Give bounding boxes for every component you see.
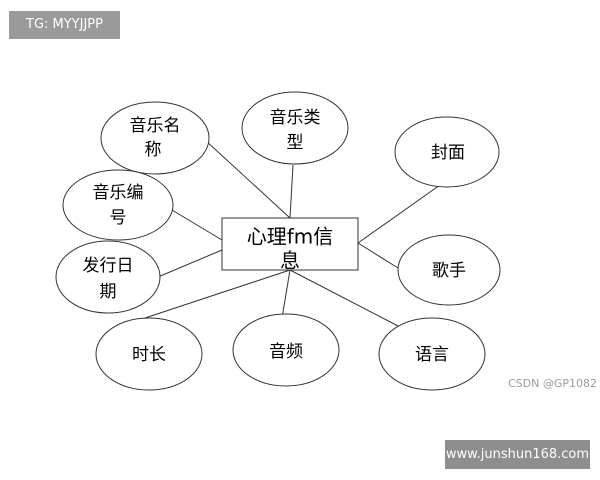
attribute-ellipse <box>62 169 174 241</box>
attribute-ellipse <box>397 234 501 306</box>
watermark-tag: TG: MYYJJPP <box>9 11 120 39</box>
attribute-ellipse <box>55 240 161 314</box>
attr-release-date-2: 期 <box>100 282 117 302</box>
attr-music-name-2: 称 <box>145 140 162 160</box>
attr-music-id-1: 音乐编 <box>93 183 144 203</box>
csdn-credit: CSDN @GP1082 <box>508 377 598 390</box>
connector-line <box>281 269 291 319</box>
connector-line <box>357 184 441 244</box>
attr-music-name-1: 音乐名 <box>130 116 181 136</box>
attribute-ellipse <box>241 91 349 165</box>
attr-singer: 歌手 <box>432 261 466 281</box>
connector-line <box>171 209 223 241</box>
attribute-ellipse <box>378 317 486 391</box>
attr-language: 语言 <box>415 345 449 365</box>
attribute-ellipse <box>232 313 340 387</box>
attr-duration: 时长 <box>132 345 166 365</box>
attr-audio: 音频 <box>269 342 303 362</box>
connector-line <box>289 164 294 219</box>
connector-line <box>289 269 399 327</box>
attr-cover: 封面 <box>431 143 465 163</box>
attribute-ellipse <box>100 101 210 175</box>
connector-line <box>357 242 399 269</box>
site-watermark: www.junshun168.com <box>445 440 590 469</box>
connector-line <box>204 139 291 219</box>
attr-music-type-2: 型 <box>287 133 304 153</box>
attr-release-date-1: 发行日 <box>83 256 134 276</box>
attr-music-id-2: 号 <box>110 208 127 228</box>
attr-music-type-1: 音乐类 <box>270 108 321 128</box>
attribute-ellipse <box>95 317 203 391</box>
connector-line <box>157 249 223 278</box>
entity-box <box>221 217 359 271</box>
attribute-ellipse <box>394 116 500 188</box>
connector-line <box>144 269 291 319</box>
entity-label-line1: 心理fm信 <box>247 225 334 249</box>
entity-label-line2: 息 <box>280 249 300 273</box>
